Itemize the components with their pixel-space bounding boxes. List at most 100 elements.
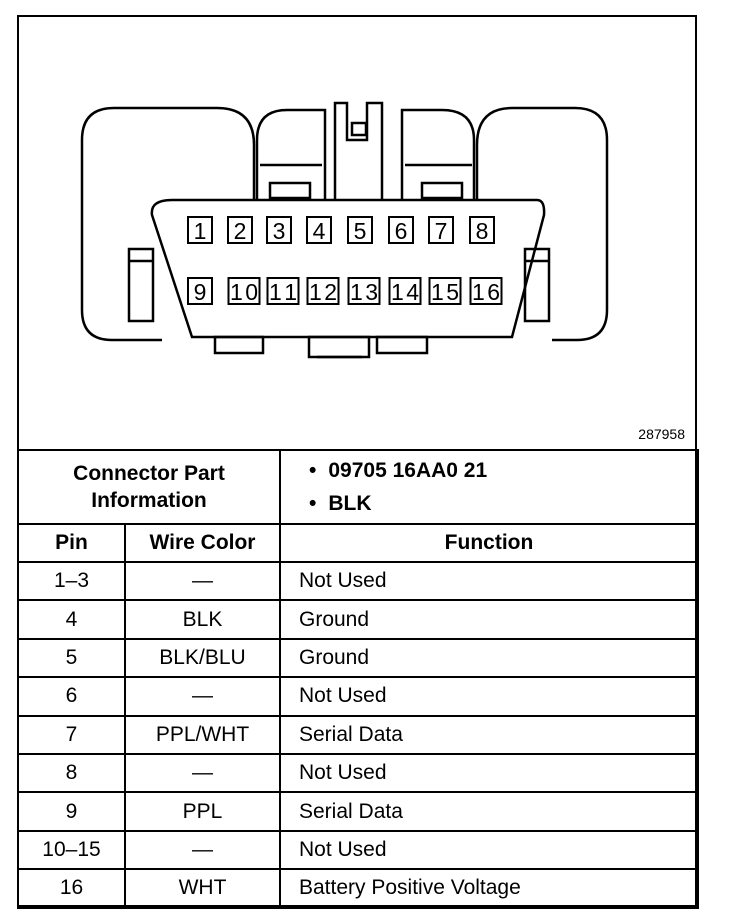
wire-color-cell: PPL (124, 791, 281, 832)
pin-label: 7 (435, 218, 448, 244)
bottom-tab-left (213, 335, 265, 355)
pin-box (306, 277, 340, 305)
pin-box (187, 277, 213, 305)
pin-box (347, 277, 381, 305)
pin-2: 2 (227, 216, 253, 244)
pin-cell: 9 (17, 791, 126, 832)
wire-color-cell: — (124, 676, 281, 717)
pin-11: 11 (266, 277, 300, 305)
pin-box (347, 216, 373, 244)
connector-info-row: Connector Part Information 09705 16AA0 2… (17, 449, 699, 525)
pin-8: 8 (469, 216, 495, 244)
connector-info-header-line1: Connector Part (73, 462, 225, 485)
pin-label: 6 (395, 218, 408, 244)
pin-column-header: Pin (17, 523, 126, 563)
function-cell: Not Used (279, 829, 699, 871)
wire-color-cell: — (124, 752, 281, 794)
wire-color-cell: BLK/BLU (124, 637, 281, 679)
right-lobe (475, 106, 609, 342)
pin-13: 13 (347, 277, 381, 305)
pin-label: 11 (269, 279, 297, 305)
pin-6: 6 (388, 216, 414, 244)
right-side-tab (523, 247, 551, 323)
function-cell: Ground (279, 599, 699, 640)
wire-color-cell: — (124, 829, 281, 871)
pin-label: 15 (431, 279, 459, 305)
pin-9: 9 (187, 277, 213, 305)
bottom-tab-center (307, 335, 371, 359)
table-row: 1–3—Not Used (17, 560, 699, 602)
pin-box (388, 277, 422, 305)
function-cell: Not Used (279, 560, 699, 602)
function-cell: Not Used (279, 752, 699, 794)
latch-body (255, 108, 327, 200)
pin-label: 1 (194, 218, 207, 244)
function-cell: Not Used (279, 676, 699, 717)
left-side-tab (127, 247, 155, 323)
pin-12: 12 (306, 277, 340, 305)
connector-color: BLK (309, 487, 697, 520)
left-lobe (80, 106, 256, 342)
pin-cell: 5 (17, 637, 126, 679)
pin-box (227, 216, 253, 244)
pin-label: 5 (354, 218, 367, 244)
pin-box (306, 216, 332, 244)
part-number: 09705 16AA0 21 (309, 454, 697, 487)
pin-box (266, 277, 300, 305)
pin-cell: 7 (17, 714, 126, 755)
function-cell: Serial Data (279, 714, 699, 755)
pin-16: 16 (469, 277, 503, 305)
pin-label: 4 (313, 218, 326, 244)
table-row: 8—Not Used (17, 752, 699, 794)
pin-box (227, 277, 261, 305)
pin-box (266, 216, 292, 244)
pinout-table: Connector Part Information 09705 16AA0 2… (17, 449, 699, 909)
pin-15: 15 (428, 277, 462, 305)
pin-cell: 10–15 (17, 829, 126, 871)
latch-tab (333, 101, 384, 200)
wire-color-cell: WHT (124, 868, 281, 909)
pin-label: 2 (234, 218, 247, 244)
wire-color-cell: — (124, 560, 281, 602)
pin-label: 10 (230, 279, 258, 305)
function-cell: Battery Positive Voltage (279, 868, 699, 909)
function-cell: Serial Data (279, 791, 699, 832)
pin-cell: 8 (17, 752, 126, 794)
wire-color-column-header: Wire Color (124, 523, 281, 563)
connector-info-values: 09705 16AA0 21 BLK (279, 449, 699, 525)
pin-cell: 4 (17, 599, 126, 640)
pin-cell: 6 (17, 676, 126, 717)
pin-4: 4 (306, 216, 332, 244)
pin-box (428, 277, 462, 305)
pin-5: 5 (347, 216, 373, 244)
pin-3: 3 (266, 216, 292, 244)
column-header-row: Pin Wire Color Function (17, 523, 699, 563)
table-row: 6—Not Used (17, 676, 699, 717)
function-column-header: Function (279, 523, 699, 563)
function-cell: Ground (279, 637, 699, 679)
pin-label: 16 (472, 279, 500, 305)
table-row: 10–15—Not Used (17, 829, 699, 871)
pin-cell: 16 (17, 868, 126, 909)
pin-label: 3 (273, 218, 286, 244)
pin-box (388, 216, 414, 244)
wire-color-cell: BLK (124, 599, 281, 640)
bottom-tab-right (375, 335, 429, 355)
pin-label: 8 (476, 218, 489, 244)
pin-box (469, 216, 495, 244)
wire-color-cell: PPL/WHT (124, 714, 281, 755)
pin-box (428, 216, 454, 244)
pin-box (469, 277, 503, 305)
connector-info-header-line2: Information (91, 489, 207, 512)
figure-id: 287958 (638, 426, 685, 442)
pin-box (187, 216, 213, 244)
connector-info-header: Connector Part Information (17, 449, 281, 525)
pin-label: 14 (391, 279, 419, 305)
